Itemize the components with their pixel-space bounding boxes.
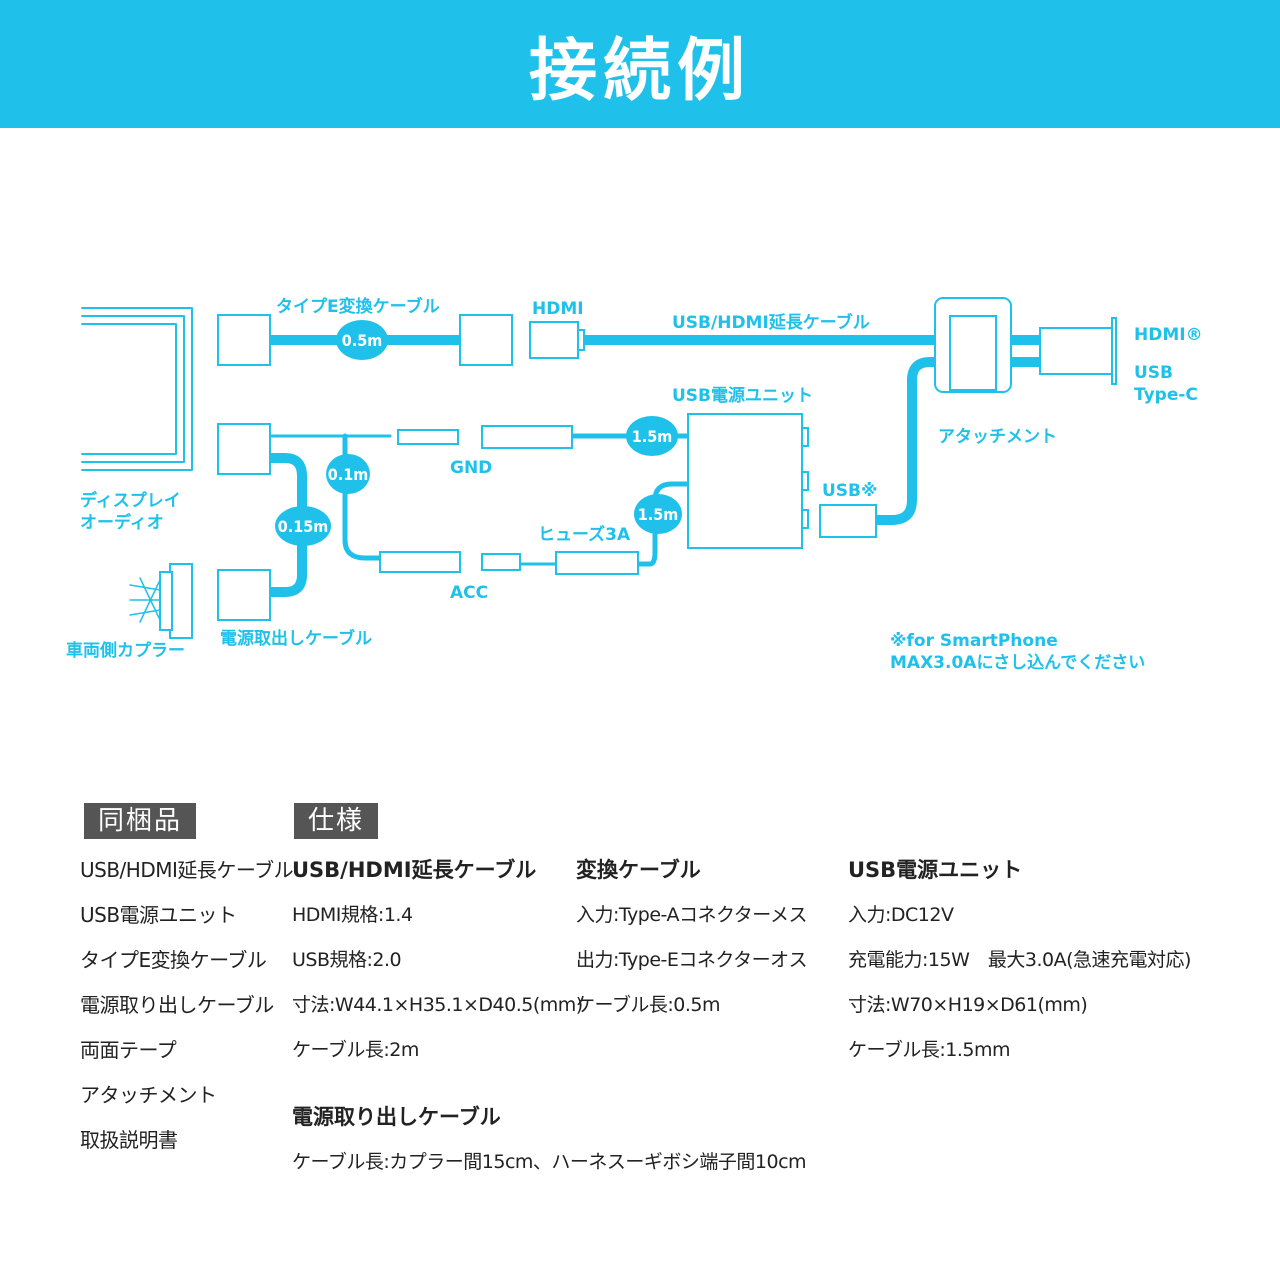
contents-item: 電源取り出しケーブル (80, 993, 274, 1017)
label-usb-power-unit: USB電源ユニット (672, 385, 813, 406)
usb-power-unit-box (687, 413, 803, 549)
display-audio-frame (81, 307, 193, 471)
label-gnd: GND (450, 458, 492, 478)
label-usb-right: USB (1134, 363, 1173, 383)
spec-row: 充電能力:15W 最大3.0A(急速充電対応) (848, 949, 1191, 971)
spec-row: 寸法:W70×H19×D61(mm) (848, 994, 1088, 1016)
contents-item: USB/HDMI延長ケーブル (80, 858, 294, 882)
length-pill-harness: 0.15m (275, 506, 331, 546)
svg-text:1.5m: 1.5m (632, 427, 673, 446)
svg-text:0.15m: 0.15m (278, 517, 329, 536)
label-display-audio-2: オーディオ (80, 512, 164, 533)
footnote-line-1: ※for SmartPhone (890, 631, 1058, 651)
gnd-terminal-female (481, 425, 573, 449)
length-pill-unit-acc: 1.5m (634, 494, 682, 534)
label-vehicle-coupler: 車両側カプラー (66, 640, 185, 661)
spec-row: 入力:DC12V (848, 904, 954, 926)
spec-row: ケーブル長:カプラー間15cm、ハーネスーギボシ端子間10cm (292, 1151, 807, 1173)
acc-terminal-female (481, 553, 521, 571)
acc-terminal-male (379, 551, 461, 573)
length-pill-gnd: 0.1m (326, 454, 370, 494)
spec-power-unit-title: USB電源ユニット (848, 858, 1023, 882)
specs-heading: 仕様 (294, 803, 379, 839)
vehicle-coupler-icon (129, 563, 193, 639)
svg-text:0.1m: 0.1m (328, 465, 369, 484)
title-banner: 接続例 (0, 0, 1280, 128)
length-pill-type-e: 0.5m (336, 320, 388, 360)
spec-row: 寸法:W44.1×H35.1×D40.5(mm) (292, 994, 583, 1016)
spec-power-cable-title: 電源取り出しケーブル (292, 1105, 501, 1129)
length-pill-unit-gnd: 1.5m (626, 416, 678, 456)
label-type-c-right: Type-C (1134, 385, 1198, 405)
hdmi-usb-port-block (1039, 327, 1115, 375)
spec-row: ケーブル長:2m (292, 1039, 419, 1061)
spec-conversion: 変換ケーブル 入力:Type-Aコネクターメス 出力:Type-Eコネクターオス… (576, 848, 808, 1028)
svg-text:0.5m: 0.5m (342, 331, 383, 350)
spec-row: HDMI規格:1.4 (292, 904, 413, 926)
gnd-terminal-male (397, 429, 459, 445)
label-acc: ACC (450, 583, 488, 603)
connection-diagram: 0.5m 0.1m 0.15m 1.5m 1.5m タイプE変換ケーブル HDM… (66, 296, 1203, 673)
label-hdmi-right: HDMI® (1134, 325, 1203, 345)
footnote-line-2: MAX3.0Aにさし込んでください (890, 653, 1145, 673)
spec-row: ケーブル長:1.5mm (848, 1039, 1010, 1061)
contents-item: タイプE変換ケーブル (80, 948, 267, 972)
label-usb-note: USB※ (822, 481, 878, 501)
fuse-holder (555, 551, 639, 575)
contents-item: 取扱説明書 (80, 1128, 178, 1152)
hdmi-plug-left (529, 321, 579, 359)
spec-usb-hdmi-title: USB/HDMI延長ケーブル (292, 858, 537, 882)
contents-item: 両面テープ (80, 1038, 177, 1062)
contents-item: USB電源ユニット (80, 903, 237, 927)
label-fuse: ヒューズ3A (538, 524, 631, 545)
svg-text:1.5m: 1.5m (638, 505, 679, 524)
spec-row: 入力:Type-Aコネクターメス (576, 904, 807, 926)
power-cable-connector (217, 569, 271, 621)
contents-heading: 同梱品 (84, 803, 197, 839)
spec-conversion-title: 変換ケーブル (576, 858, 701, 882)
contents-list: USB/HDMI延長ケーブル USB電源ユニット タイプE変換ケーブル 電源取り… (80, 848, 294, 1163)
label-usb-hdmi-cable: USB/HDMI延長ケーブル (672, 312, 870, 333)
page-title: 接続例 (528, 31, 751, 111)
harness-connector (217, 423, 271, 475)
usb-plug (819, 504, 877, 538)
label-attachment: アタッチメント (938, 427, 1057, 447)
label-display-audio-1: ディスプレイ (80, 490, 181, 511)
spec-row: ケーブル長:0.5m (576, 994, 721, 1016)
contents-item: アタッチメント (80, 1083, 217, 1107)
label-power-cable: 電源取出しケーブル (220, 628, 372, 649)
usb-cable-line (871, 357, 955, 525)
spec-row: USB規格:2.0 (292, 949, 402, 971)
spec-row: 出力:Type-Eコネクターオス (576, 949, 808, 971)
label-type-e-cable: タイプE変換ケーブル (276, 296, 440, 317)
type-e-connector-right (459, 314, 513, 366)
spec-power-unit: USB電源ユニット 入力:DC12V 充電能力:15W 最大3.0A(急速充電対… (848, 848, 1191, 1073)
type-e-connector-left (217, 314, 271, 366)
label-hdmi-left: HDMI (532, 299, 584, 319)
spec-usb-hdmi: USB/HDMI延長ケーブル HDMI規格:1.4 USB規格:2.0 寸法:W… (292, 848, 583, 1073)
spec-power-cable: 電源取り出しケーブル ケーブル長:カプラー間15cm、ハーネスーギボシ端子間10… (292, 1095, 807, 1185)
